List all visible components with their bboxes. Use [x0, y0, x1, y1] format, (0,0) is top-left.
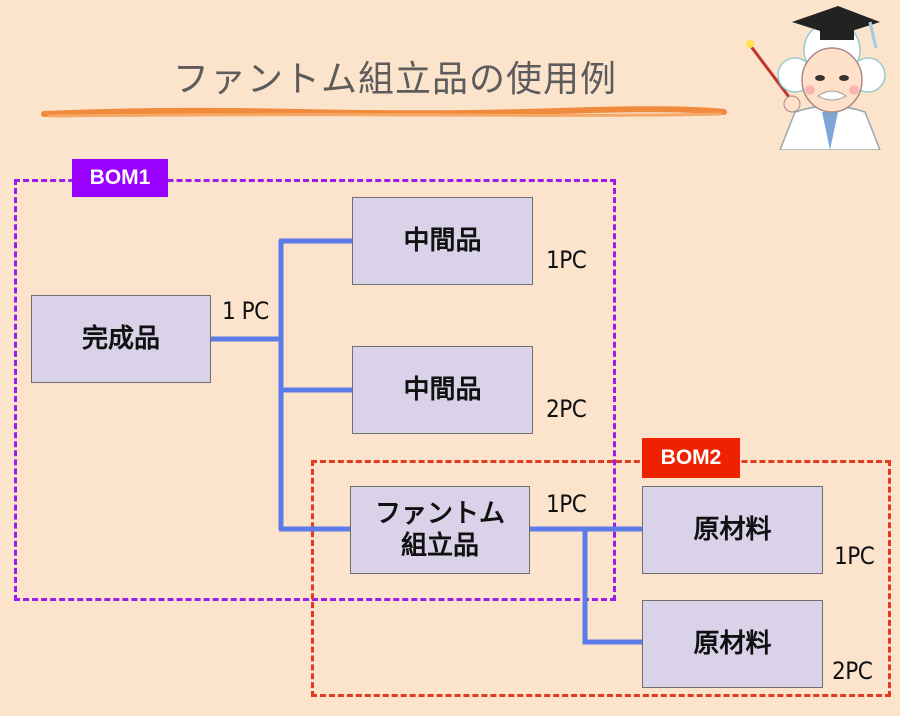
qty-raw-1: 1PC	[834, 542, 875, 570]
qty-phantom-link: 1PC	[546, 490, 587, 518]
bom1-label: BOM1	[72, 159, 168, 197]
bom1-frame	[14, 179, 616, 601]
qty-intermediate-1: 1PC	[546, 246, 587, 274]
qty-intermediate-2: 2PC	[546, 395, 587, 423]
node-finished-product: 完成品	[31, 295, 211, 383]
node-intermediate-2: 中間品	[352, 346, 533, 434]
professor-mascot-icon	[746, 6, 886, 150]
bom2-label: BOM2	[642, 438, 740, 478]
title-underline	[41, 106, 727, 118]
page-title: ファントム組立品の使用例	[172, 59, 617, 100]
node-phantom-assembly: ファントム 組立品	[350, 486, 530, 574]
node-intermediate-1: 中間品	[352, 197, 533, 285]
node-raw-material-1: 原材料	[642, 486, 823, 574]
qty-raw-2: 2PC	[832, 657, 873, 685]
bom2-frame	[311, 460, 891, 697]
node-raw-material-2: 原材料	[642, 600, 823, 688]
qty-finished-link: 1 PC	[222, 297, 269, 325]
